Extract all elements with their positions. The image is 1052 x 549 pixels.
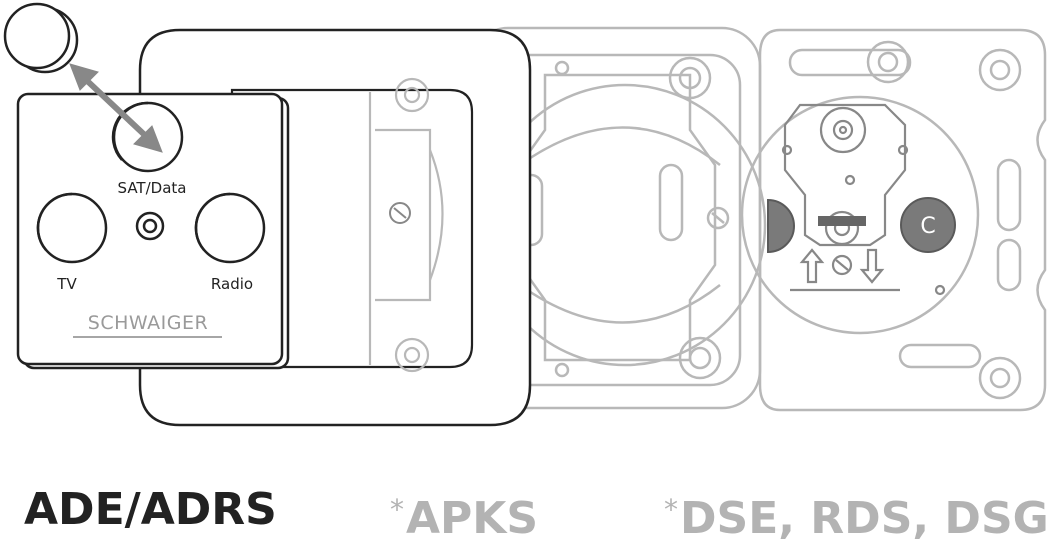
frame-opening [230, 88, 474, 369]
opening-details [368, 77, 444, 373]
down-arrow [859, 248, 885, 284]
screw-boss-top [668, 56, 712, 100]
plate-hole-top-right [978, 48, 1022, 92]
screw-small-bottom [554, 362, 570, 378]
plate-hole-bottom-right [978, 356, 1022, 400]
plate-top-slot [788, 48, 912, 77]
tv-coax-outer [824, 210, 860, 246]
plate-right-slot-bottom [996, 238, 1022, 292]
cap [3, 2, 79, 74]
double-arrow [69, 63, 163, 153]
opening-screw-top [394, 77, 430, 113]
brand-logo: SCHWAIGER [88, 312, 208, 334]
plate-mount-circle [740, 95, 980, 335]
caption-dse-text: DSE, RDS, DSG [680, 493, 1049, 544]
socket-body-inner-arc [519, 126, 721, 167]
apks-inner-frame [493, 53, 742, 387]
sat-coax-inner [832, 119, 854, 141]
side-screw-right [706, 206, 730, 230]
mechanism-frame [783, 103, 907, 247]
caption-apks-text: APKS [406, 493, 539, 544]
screw-small-left [554, 60, 570, 76]
plate-bottom-slot [898, 343, 982, 369]
socket-insert-light [388, 26, 1047, 412]
caption-ade-adrs: ADE/ADRS [24, 484, 277, 535]
plate-right-slot-top [996, 158, 1022, 232]
sat-coax-outer [819, 106, 867, 154]
left-dark-socket [767, 198, 795, 254]
caption-apks: *APKS [390, 480, 538, 544]
caption-apks-star: * [390, 493, 404, 526]
caption-dse-rds-dsg: *DSE, RDS, DSG [664, 480, 1049, 544]
tv-label: TV [56, 275, 77, 293]
cap-front [3, 2, 71, 70]
screw-boss-bottom [678, 336, 722, 380]
opening-screw-bottom [394, 337, 430, 373]
radio-label: Radio [211, 275, 253, 293]
sat-data-label: SAT/Data [118, 179, 187, 197]
apks-octagon-cutout [518, 73, 717, 362]
mounting-plate [758, 28, 1047, 412]
mechanism-screw [831, 254, 853, 276]
c-socket-label: C [920, 214, 935, 239]
tv-contact-bar [818, 216, 866, 226]
socket-mechanism [781, 103, 946, 296]
socket-body-inner-arc-bottom [519, 283, 721, 324]
c-socket [900, 197, 956, 253]
plate-hole-top-left [866, 40, 910, 84]
up-arrow [799, 248, 825, 284]
caption-dse-star: * [664, 493, 678, 526]
side-slot-left [658, 163, 684, 242]
